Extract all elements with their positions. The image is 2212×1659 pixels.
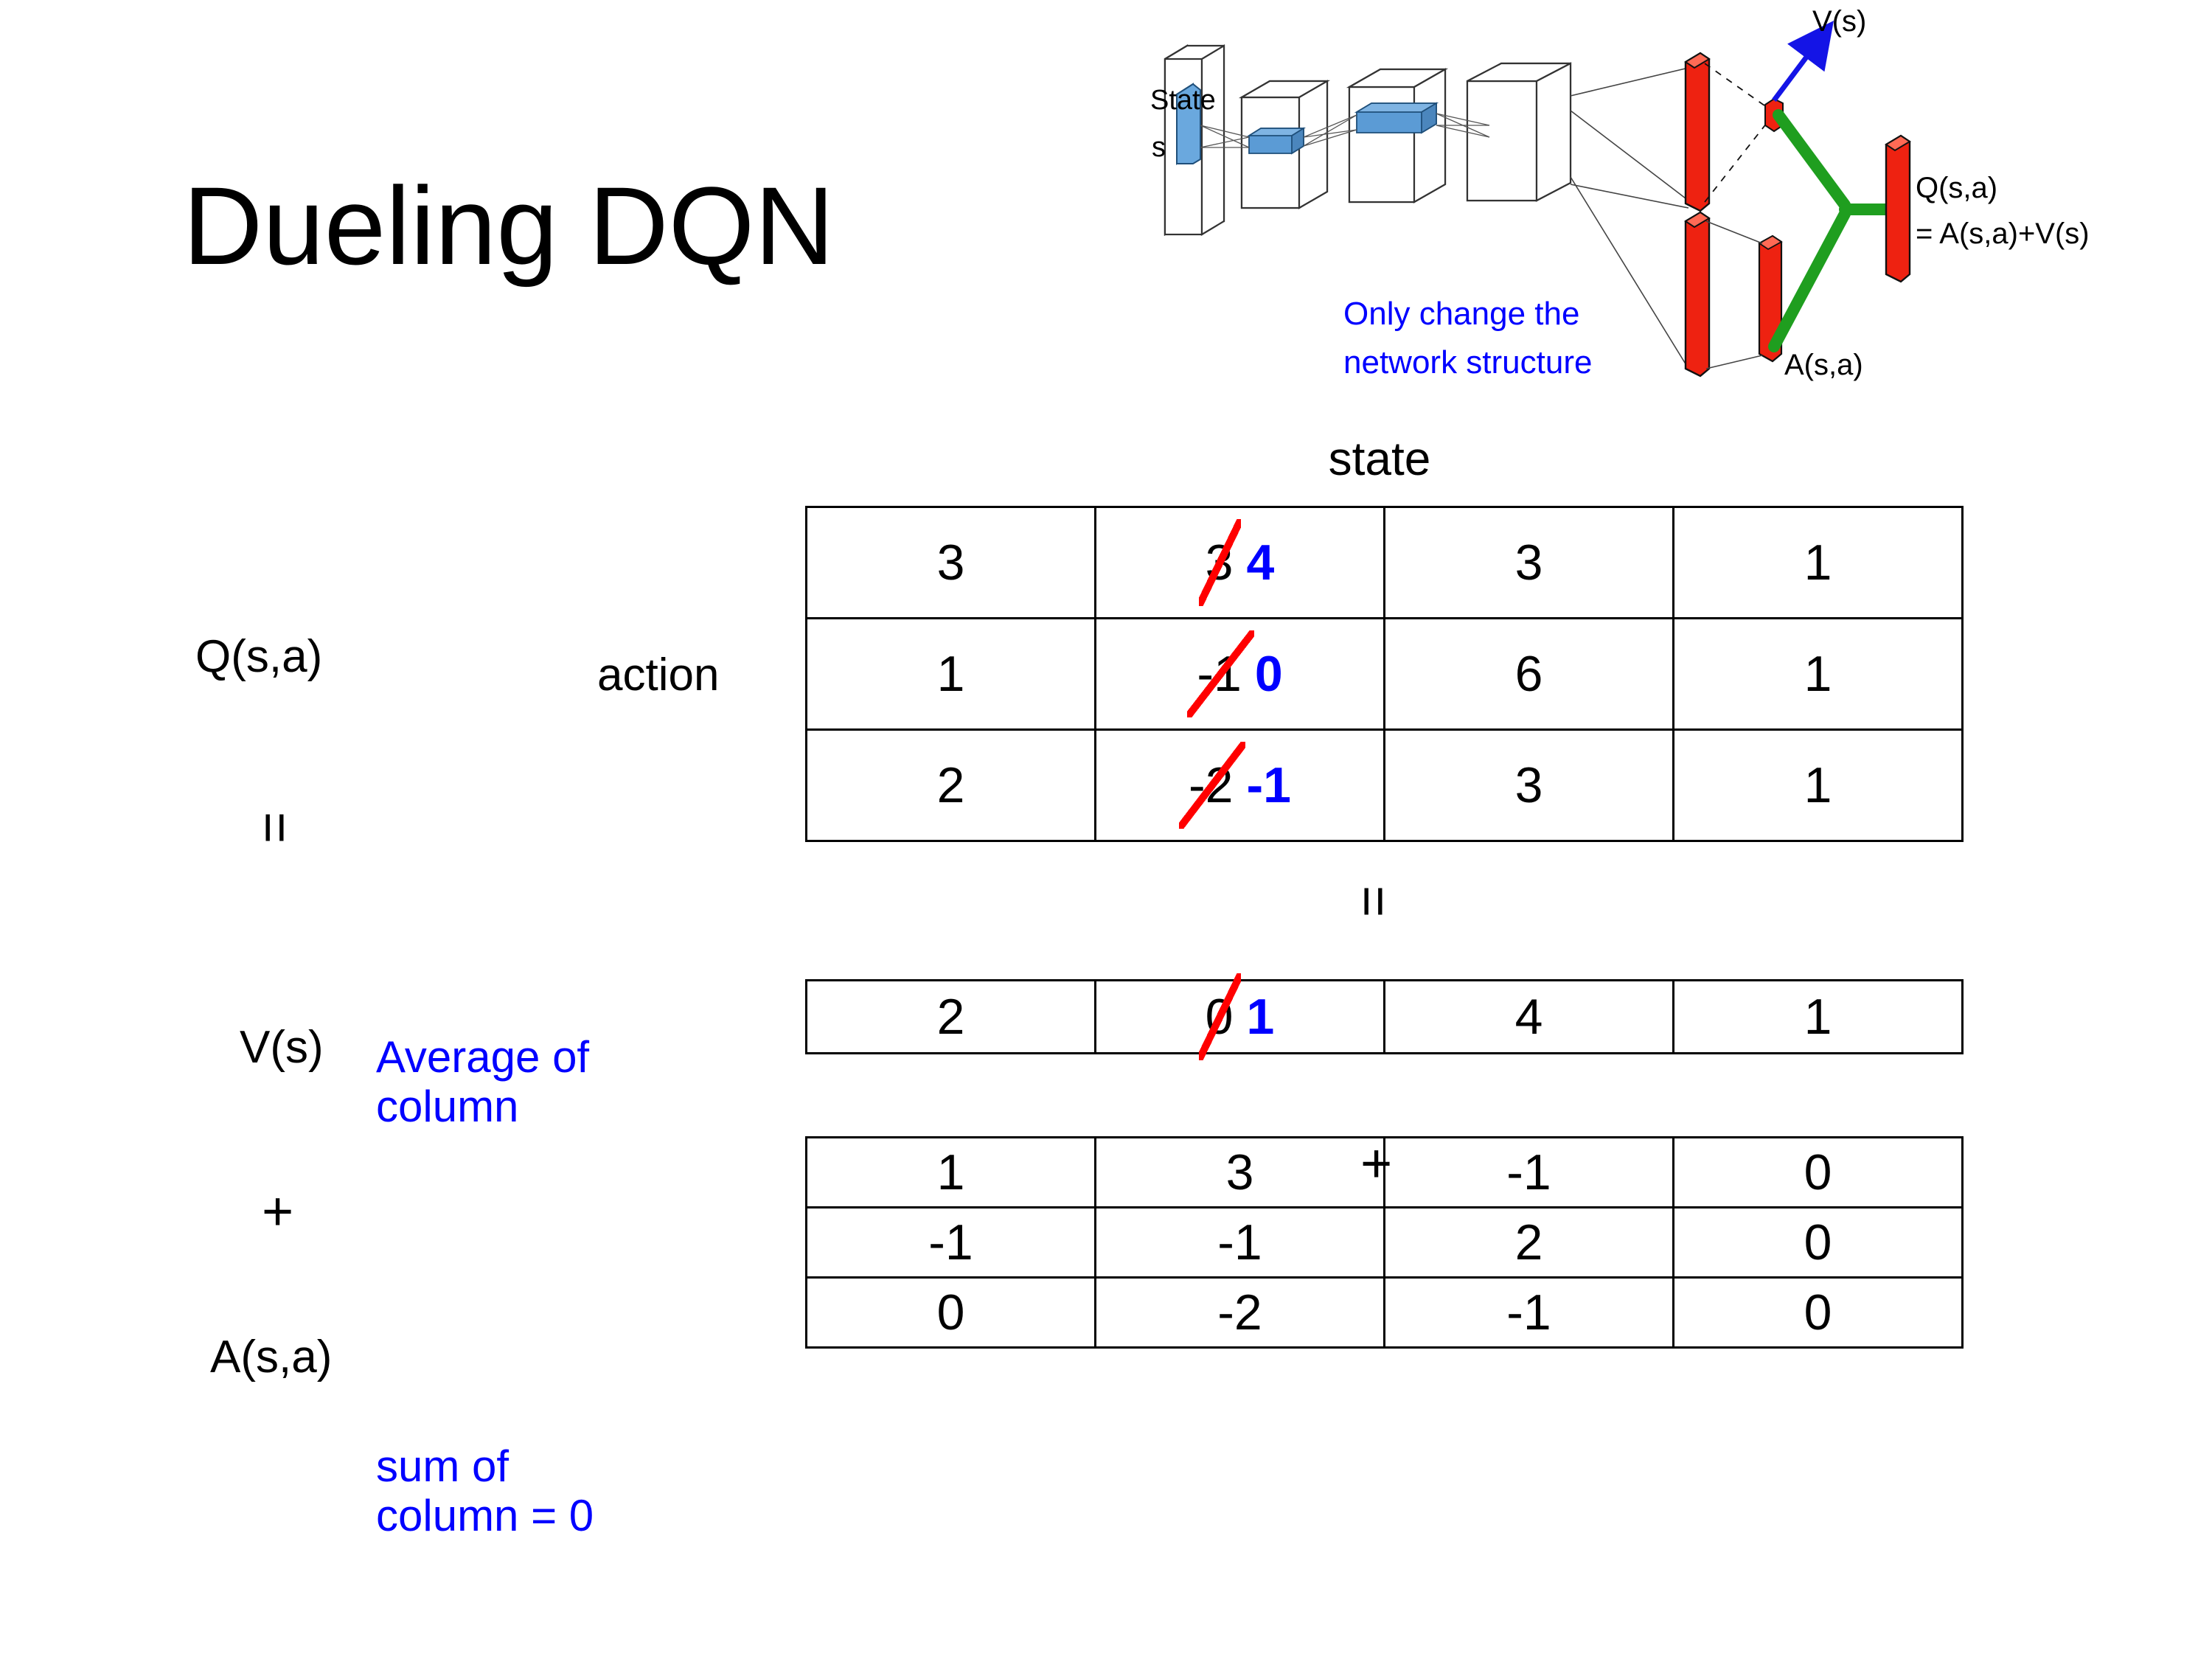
equals-operator-left: = — [245, 811, 307, 844]
table-cell: -1 — [1383, 1136, 1674, 1208]
table-cell: -1 — [805, 1206, 1096, 1279]
table-cell: 0 — [1672, 1276, 1964, 1349]
diagram-q-label-line1: Q(s,a) — [1916, 172, 1997, 204]
struck-original-value: 3 — [1199, 518, 1241, 607]
q-function-label: Q(s,a) — [195, 631, 323, 682]
table-cell-corrected: -2-1 — [1094, 728, 1385, 842]
state-axis-label: state — [1328, 432, 1431, 485]
table-cell: 1 — [1672, 506, 1964, 619]
corrected-value: 0 — [1254, 646, 1283, 702]
table-cell: 0 — [1672, 1206, 1964, 1279]
table-cell: 1 — [805, 617, 1096, 731]
table-cell: 2 — [805, 979, 1096, 1054]
table-cell: 0 — [805, 1276, 1096, 1349]
table-cell: 6 — [1383, 617, 1674, 731]
corrected-value: 4 — [1246, 535, 1275, 591]
v-function-label: V(s) — [240, 1022, 324, 1073]
equals-operator-middle: = — [1343, 885, 1405, 918]
table-cell: 1 — [805, 1136, 1096, 1208]
table-cell: 4 — [1383, 979, 1674, 1054]
corrected-value: -1 — [1246, 757, 1291, 813]
plus-operator-left: + — [262, 1180, 294, 1242]
table-cell: -2 — [1094, 1276, 1385, 1349]
diagram-state-label-line1: State — [1150, 85, 1216, 116]
table-cell: 3 — [1094, 1136, 1385, 1208]
table-cell: 3 — [1383, 506, 1674, 619]
corrected-value: 1 — [1246, 989, 1275, 1045]
table-cell: -1 — [1383, 1276, 1674, 1349]
struck-original-value: -2 — [1178, 741, 1247, 830]
table-cell: 1 — [1672, 617, 1964, 731]
table-cell: 2 — [805, 728, 1096, 842]
a-function-label: A(s,a) — [210, 1332, 333, 1382]
diagram-note-line1: Only change the — [1343, 296, 1579, 332]
dueling-network-diagram: State s V(s) A(s,a) Q(s,a) = A(s,a)+V(s)… — [1106, 0, 2212, 413]
table-cell: 2 — [1383, 1206, 1674, 1279]
table-cell: 3 — [1383, 728, 1674, 842]
table-cell: 3 — [805, 506, 1096, 619]
diagram-q-label-line2: = A(s,a)+V(s) — [1916, 218, 2090, 250]
diagram-note-line2: network structure — [1343, 344, 1592, 380]
diagram-a-label: A(s,a) — [1784, 349, 1863, 381]
note-sum-of-column: sum of column = 0 — [376, 1441, 594, 1541]
page-title: Dueling DQN — [183, 164, 835, 288]
note-average-of-column: Average of column — [376, 1032, 590, 1132]
table-cell: 1 — [1672, 728, 1964, 842]
table-cell: 1 — [1672, 979, 1964, 1054]
table-cell: 0 — [1672, 1136, 1964, 1208]
diagram-v-label: V(s) — [1812, 5, 1866, 38]
struck-original-value: -1 — [1186, 630, 1255, 718]
diagram-state-label-line2: s — [1152, 132, 1166, 163]
table-cell: -1 — [1094, 1206, 1385, 1279]
struck-original-value: 0 — [1199, 973, 1241, 1061]
action-axis-label: action — [597, 650, 720, 700]
